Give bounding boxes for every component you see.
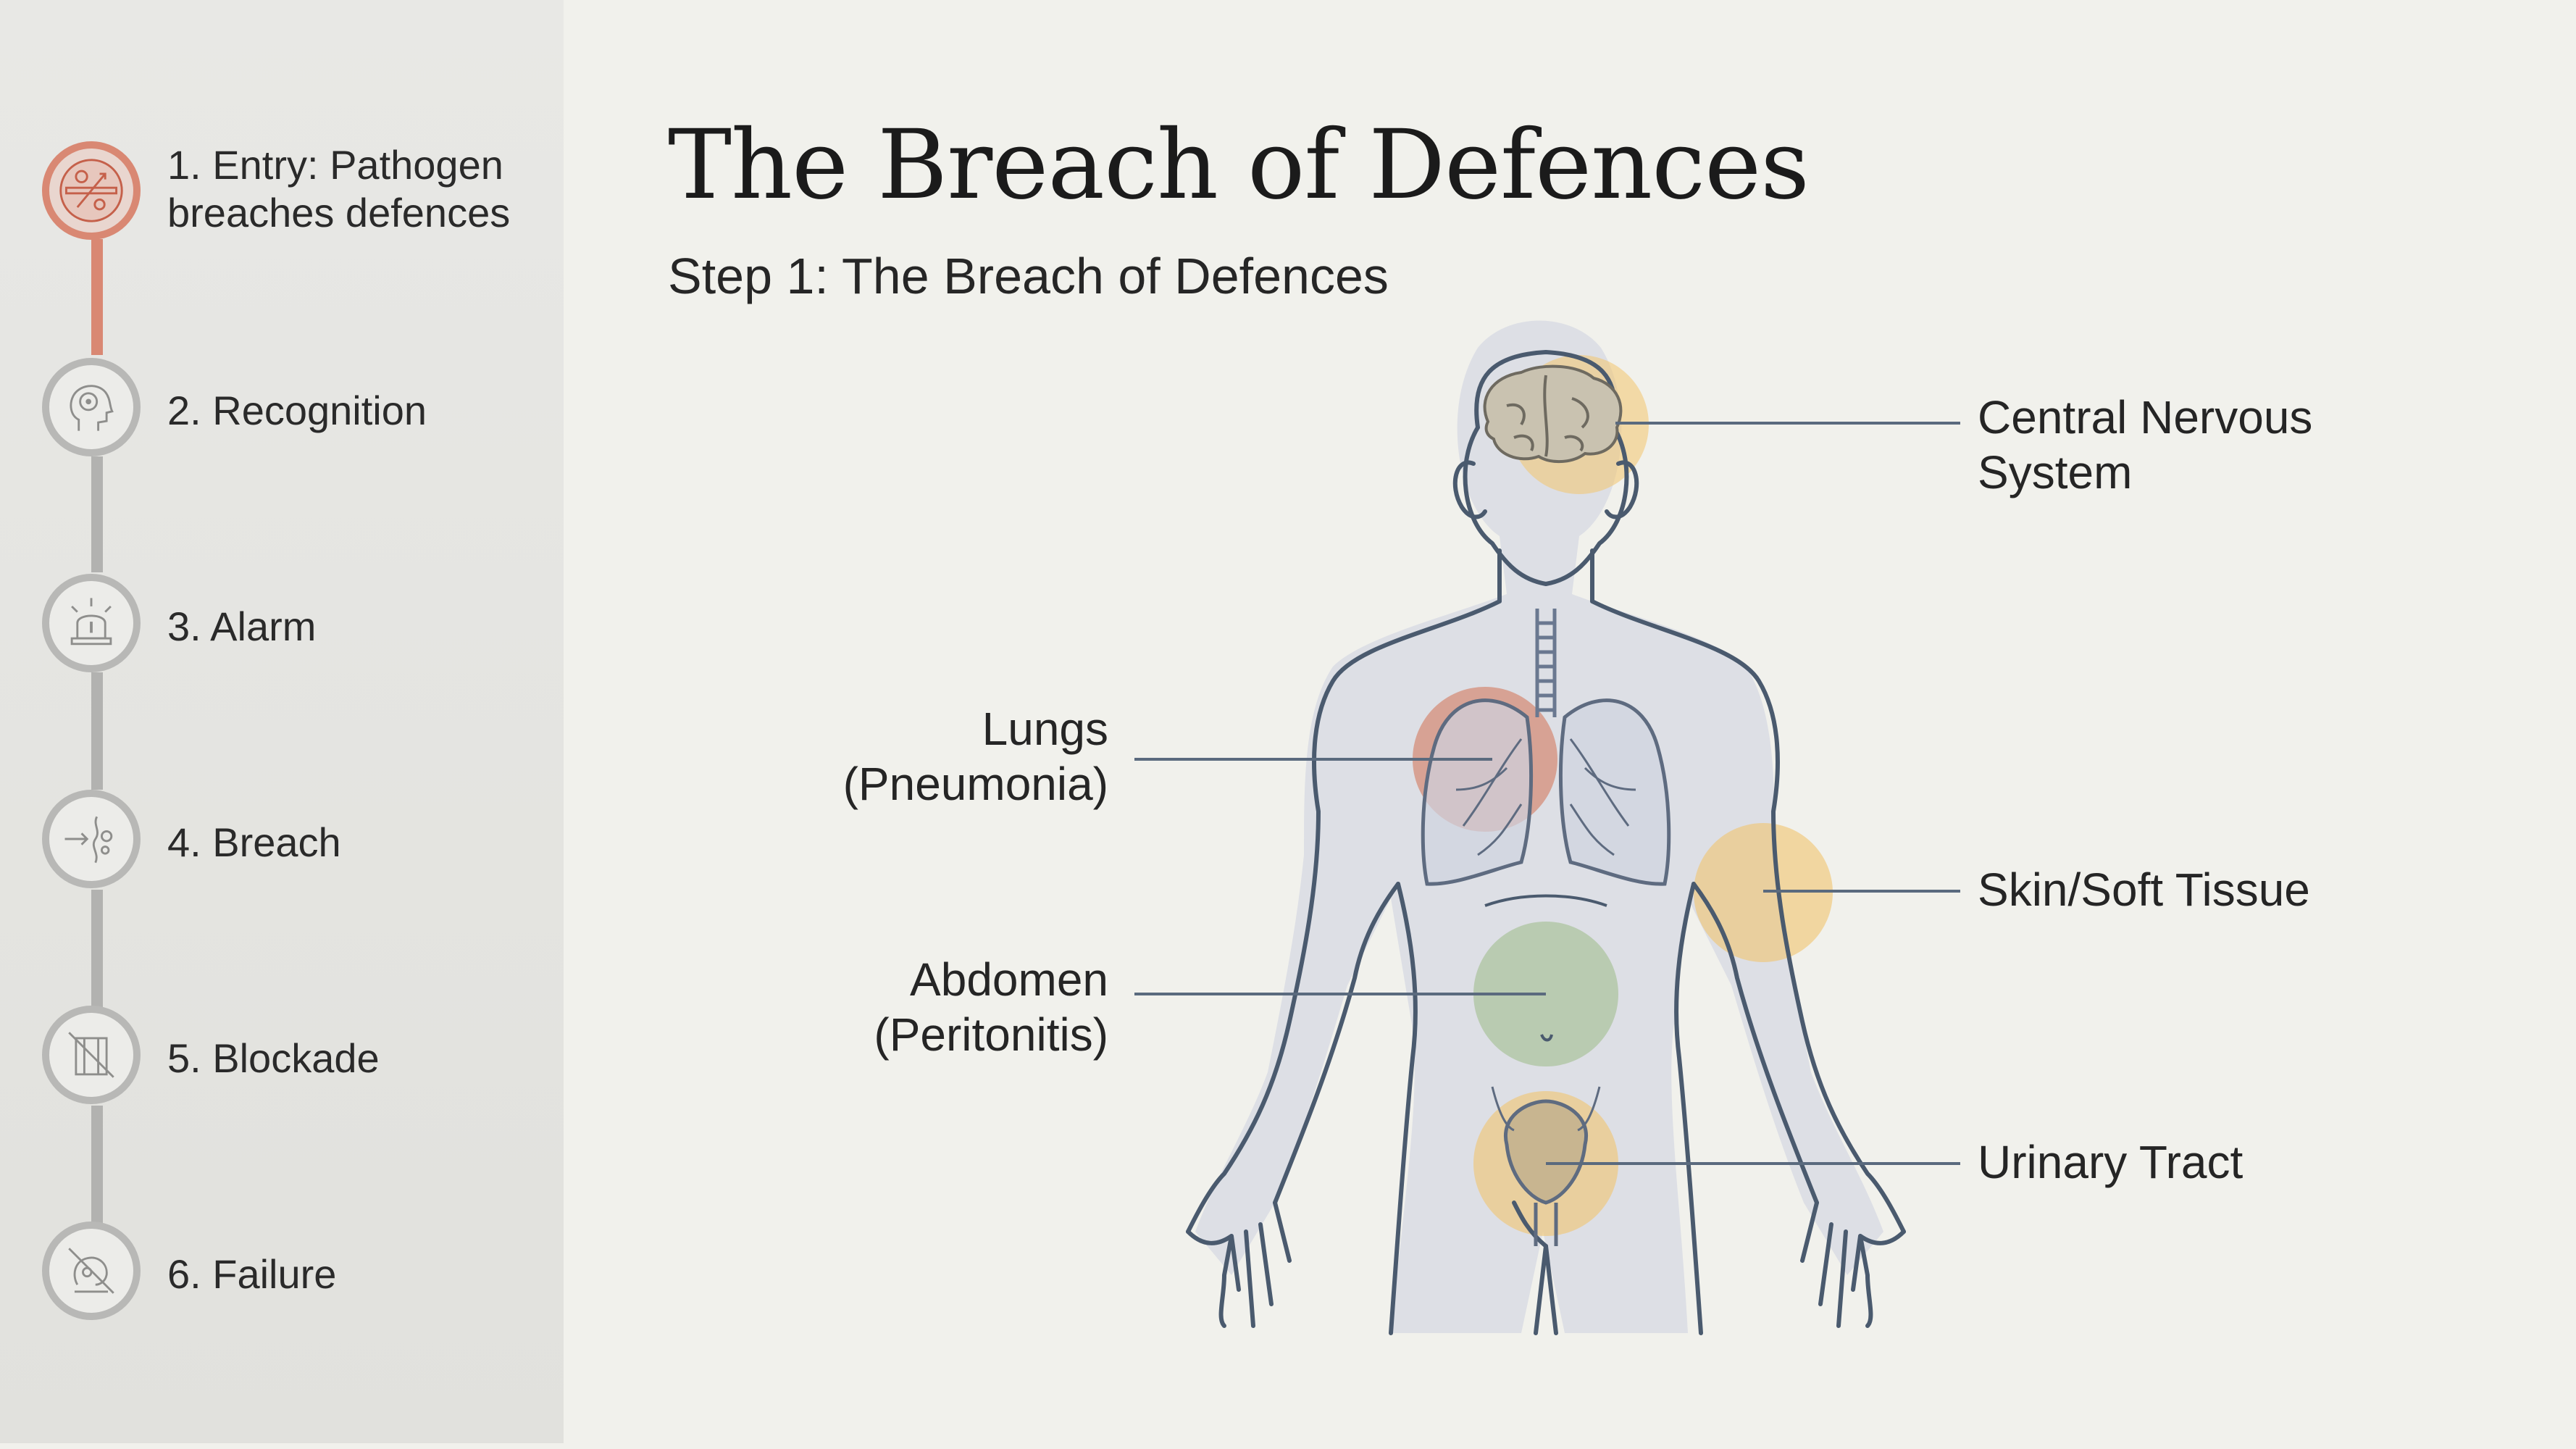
callout-cns-line1: Central Nervous bbox=[1978, 391, 2313, 443]
blockade-icon bbox=[68, 1032, 114, 1078]
callout-abdomen-line2: (Peritonitis) bbox=[874, 1009, 1108, 1061]
step-1-label: 1. Entry: Pathogen breaches defences bbox=[167, 141, 510, 237]
callout-urinary-label: Urinary Tract bbox=[1978, 1136, 2243, 1188]
alarm-siren-icon bbox=[70, 598, 112, 646]
step-6-failure[interactable]: 6. Failure bbox=[42, 1222, 549, 1330]
step-2-label: 2. Recognition bbox=[167, 388, 427, 433]
page-subtitle: Step 1: The Breach of Defences bbox=[668, 248, 1389, 304]
step-5-circle bbox=[42, 1006, 141, 1104]
pathogen-entry-icon bbox=[59, 159, 123, 222]
timeline-connector-active bbox=[91, 239, 103, 355]
step-1-label-line2: breaches defences bbox=[167, 190, 511, 235]
step-4-label: 4. Breach bbox=[167, 819, 341, 865]
trachea bbox=[1535, 609, 1557, 717]
step-4-breach[interactable]: 4. Breach bbox=[42, 790, 549, 898]
step-1-circle bbox=[42, 141, 141, 240]
step-1-entry[interactable]: 1. Entry: Pathogen breaches defences bbox=[42, 141, 549, 250]
body-shading bbox=[1195, 320, 1883, 1333]
step-6-circle bbox=[42, 1222, 141, 1320]
bladder-illustration bbox=[1491, 1086, 1601, 1246]
page-title: The Breach of Defences bbox=[668, 109, 1810, 221]
timeline-connector bbox=[91, 672, 103, 790]
callout-lungs: Lungs (Pneumonia) bbox=[724, 701, 1108, 811]
step-3-alarm[interactable]: 3. Alarm bbox=[42, 574, 549, 682]
callout-skin-label: Skin/Soft Tissue bbox=[1978, 864, 2310, 916]
timeline-connector bbox=[91, 890, 103, 1007]
navel bbox=[1540, 1034, 1553, 1042]
timeline-connector bbox=[91, 456, 103, 572]
callout-abdomen: Abdomen (Peritonitis) bbox=[724, 952, 1108, 1062]
step-5-label: 5. Blockade bbox=[167, 1035, 380, 1081]
step-2-recognition[interactable]: 2. Recognition bbox=[42, 358, 549, 467]
callout-cns-line2: System bbox=[1978, 446, 2133, 498]
callout-lines bbox=[1134, 422, 1960, 1165]
steps-sidebar: 1. Entry: Pathogen breaches defences 2. … bbox=[0, 0, 564, 1443]
callout-lungs-line1: Lungs bbox=[982, 703, 1108, 755]
step-2-circle bbox=[42, 358, 141, 456]
step-6-label: 6. Failure bbox=[167, 1251, 337, 1297]
failure-icon bbox=[68, 1248, 114, 1294]
timeline-connector bbox=[91, 1106, 103, 1224]
step-5-blockade[interactable]: 5. Blockade bbox=[42, 1006, 549, 1114]
step-3-label: 3. Alarm bbox=[167, 604, 317, 649]
brain-illustration bbox=[1483, 364, 1623, 464]
callout-lungs-line2: (Pneumonia) bbox=[842, 758, 1108, 810]
callout-urinary: Urinary Tract bbox=[1978, 1135, 2243, 1190]
callout-skin: Skin/Soft Tissue bbox=[1978, 862, 2310, 917]
lungs-illustration bbox=[1421, 698, 1671, 886]
ribcage-line bbox=[1484, 894, 1607, 907]
step-3-circle bbox=[42, 574, 141, 672]
step-1-label-line1: 1. Entry: Pathogen bbox=[167, 142, 503, 188]
breach-arrow-icon bbox=[64, 816, 113, 864]
head-recognition-icon bbox=[70, 385, 114, 431]
step-4-circle bbox=[42, 790, 141, 888]
callout-cns: Central Nervous System bbox=[1978, 390, 2312, 500]
callout-abdomen-line1: Abdomen bbox=[910, 953, 1108, 1006]
